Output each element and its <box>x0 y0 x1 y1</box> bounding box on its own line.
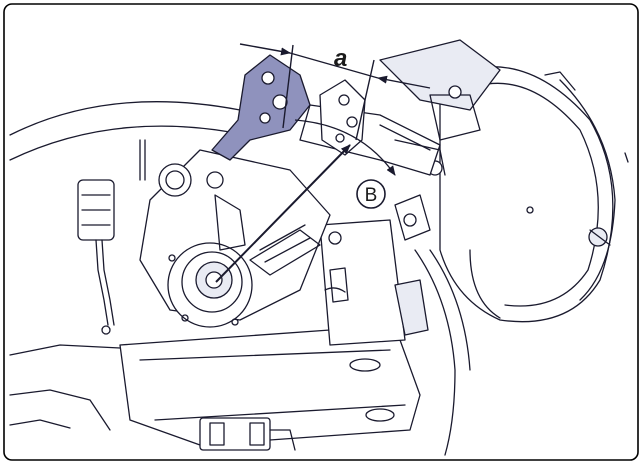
knuckle-lines <box>414 249 471 456</box>
arrow-left <box>239 43 291 56</box>
clevis-highlight <box>211 54 311 161</box>
swing-arc <box>294 119 396 176</box>
extension-line-right <box>355 59 375 141</box>
callout-arrow <box>215 144 351 283</box>
dimension-line <box>289 52 379 79</box>
brake-chamber <box>439 66 629 323</box>
support-bracket <box>119 219 429 446</box>
dimension-label: a <box>334 45 347 72</box>
callout-label: B <box>365 185 378 206</box>
arrow-right <box>377 75 431 89</box>
chamber-bracket <box>379 39 501 241</box>
dimension-a <box>239 43 431 141</box>
sensor-cable <box>77 139 146 335</box>
wheel-hub-background <box>9 101 241 431</box>
slack-adjuster <box>139 149 342 328</box>
extension-line-left <box>282 44 294 129</box>
bottom-bolt <box>199 417 296 451</box>
callout-circle <box>356 179 386 209</box>
callout-b: B <box>215 119 396 283</box>
